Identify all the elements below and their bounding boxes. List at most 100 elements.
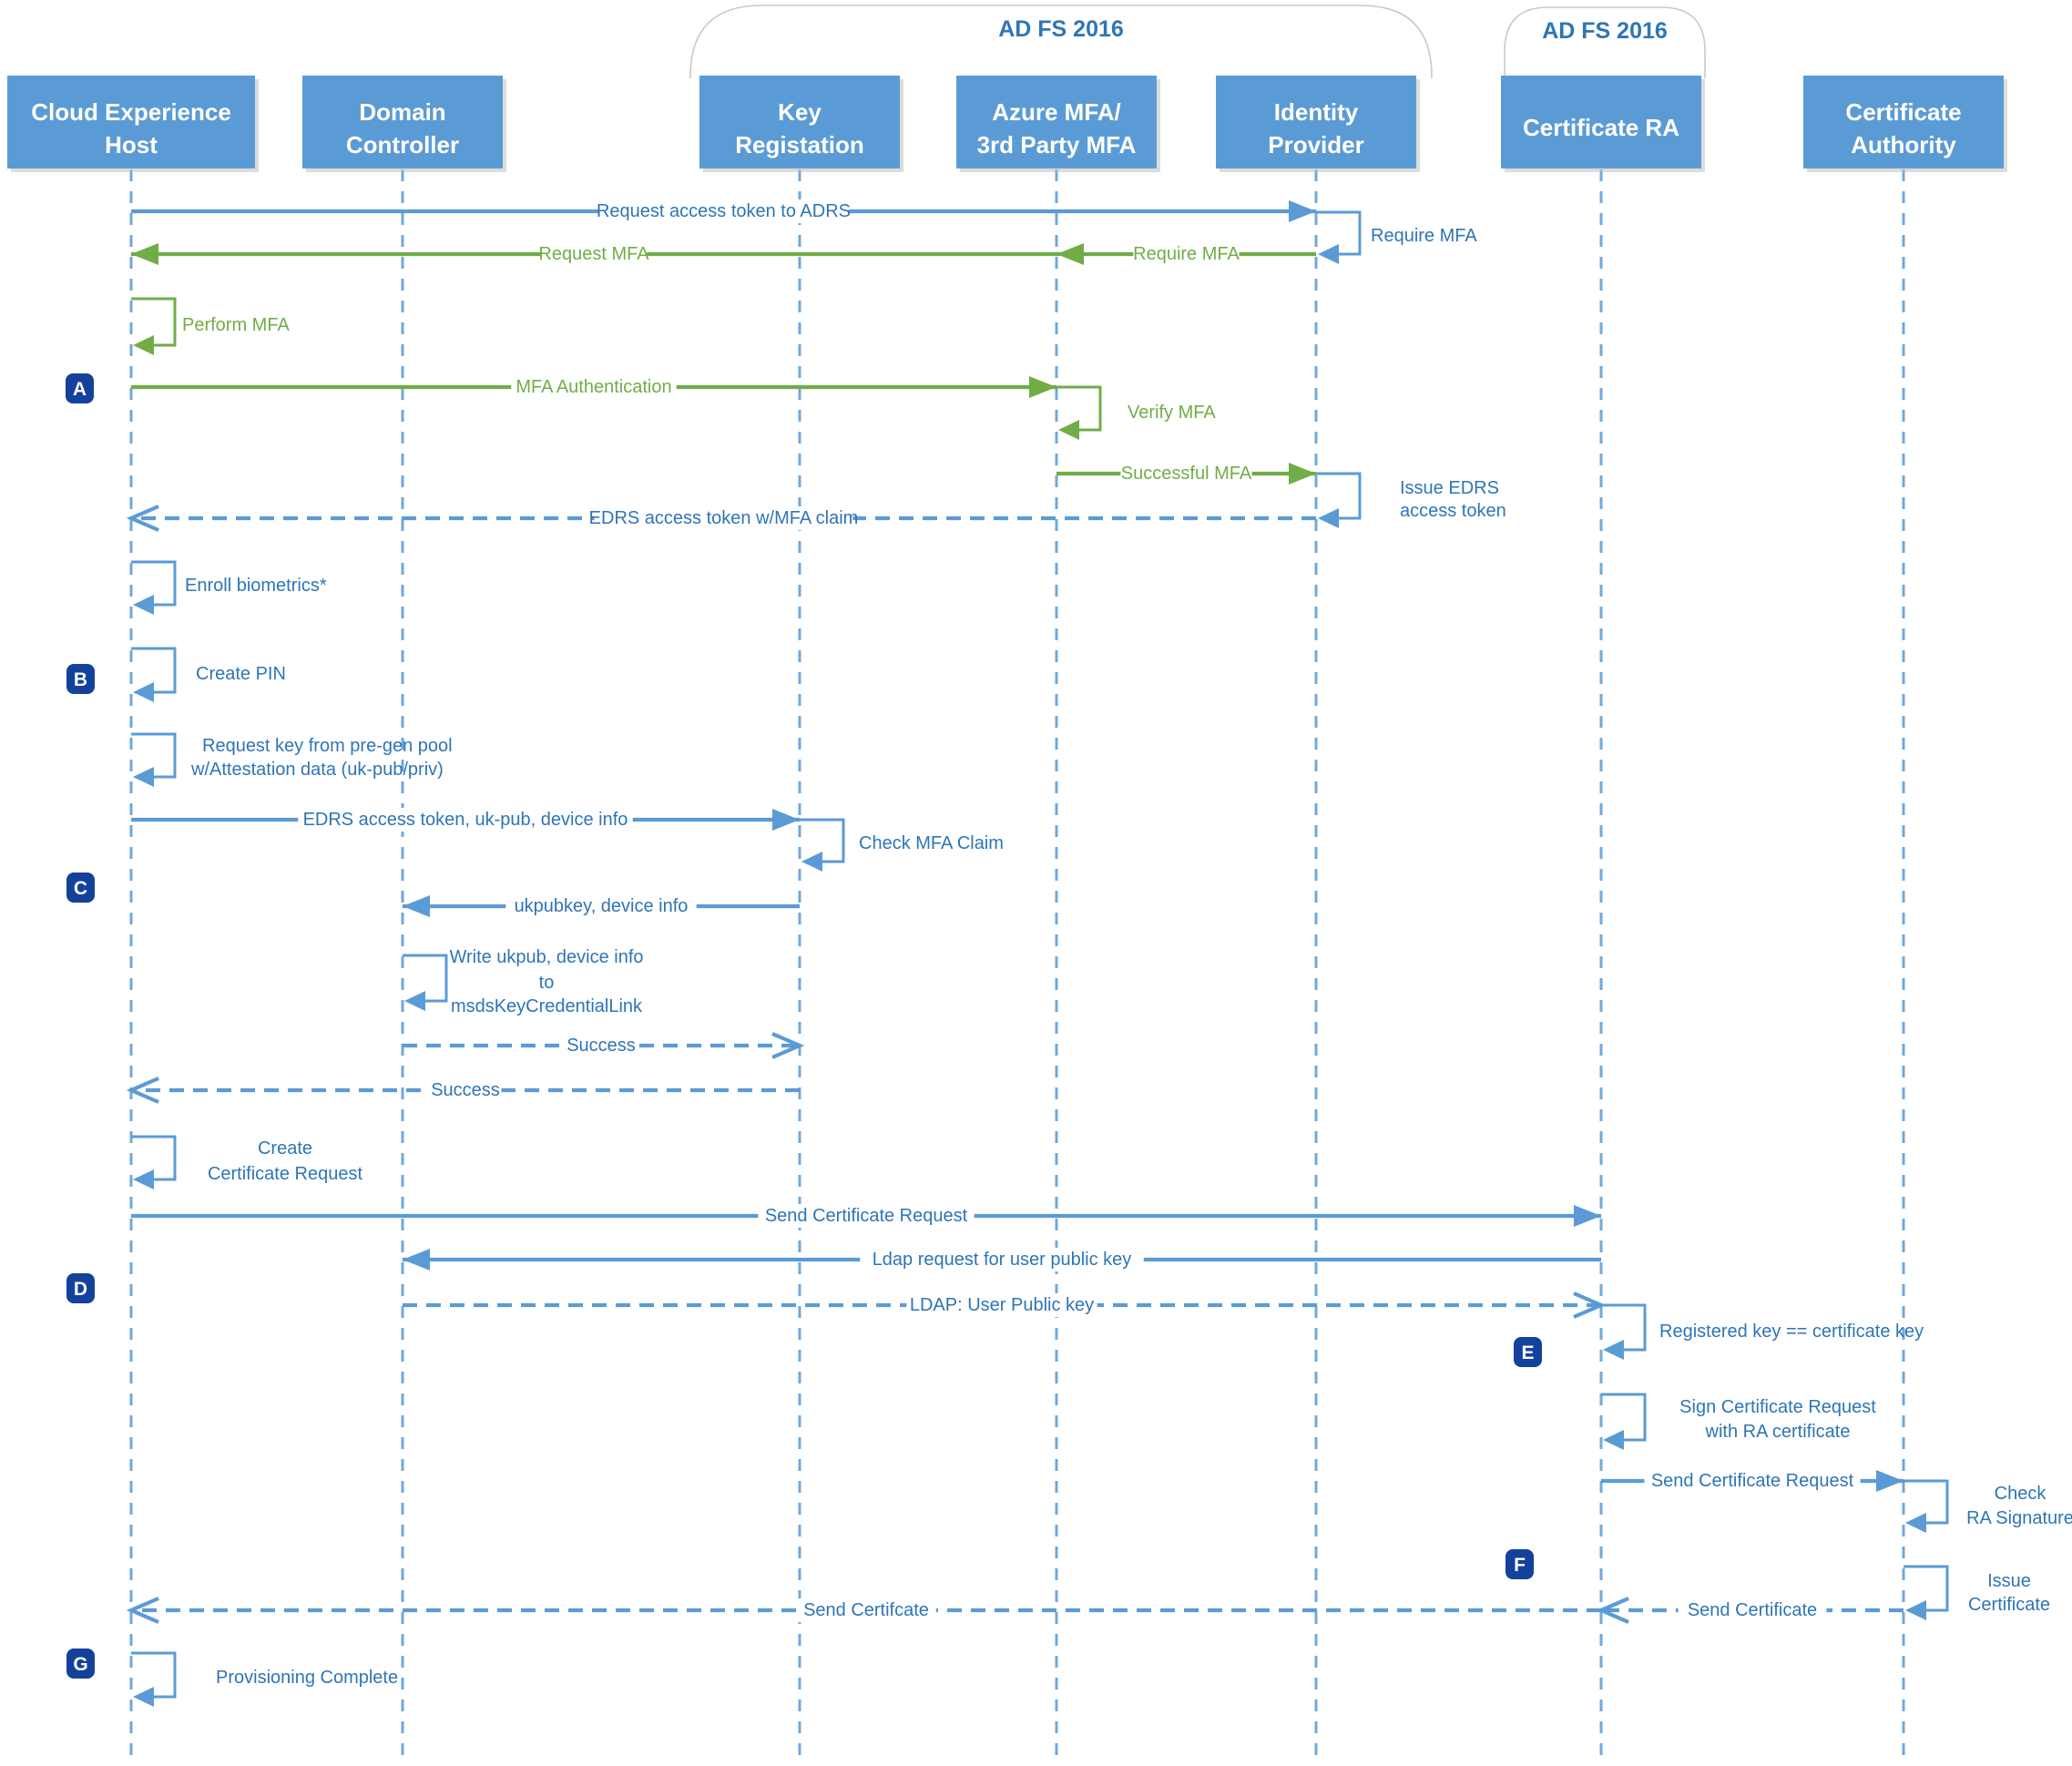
actor-label-idp: Provider: [1268, 131, 1364, 158]
actor-box-amfa: [956, 76, 1157, 168]
message-label-m5: Successful MFA: [1121, 464, 1252, 484]
marker-badge-e: [1514, 1337, 1542, 1367]
self-call-label-s5: Enroll biometrics*: [185, 576, 327, 596]
message-label-m10: Success: [431, 1080, 500, 1100]
self-call-label-s10: Certificate Request: [208, 1164, 363, 1184]
marker-badge-b: [66, 664, 95, 694]
marker-badge-a: [66, 373, 94, 403]
self-call-bracket-s7: [131, 732, 177, 779]
actor-box-dc: [302, 76, 503, 168]
self-call-bracket-s4: [1316, 472, 1362, 520]
self-call-bracket-s2: [131, 297, 177, 347]
self-call-arrowhead-s2: [133, 335, 154, 355]
message-label-bg: [796, 1598, 936, 1622]
self-call-arrowhead-s3: [1058, 420, 1079, 440]
self-call-bracket-s5: [131, 560, 177, 607]
self-call-arrowhead-s11: [1603, 1340, 1624, 1360]
actor-box-kr: [699, 76, 900, 168]
message-label-m4: MFA Authentication: [515, 377, 671, 397]
actor-label-ceh: Cloud Experience: [31, 98, 231, 126]
marker-badge-f: [1506, 1549, 1534, 1579]
self-call-label-s1: Require MFA: [1371, 226, 1477, 246]
self-call-label-s11: Registered key == certificate key: [1659, 1322, 1924, 1342]
self-call-label-s13: RA Signature: [1966, 1508, 2072, 1528]
group-outline: [1504, 6, 1706, 78]
message-label-bg: [598, 199, 849, 223]
self-call-label-s4: Issue EDRS: [1400, 478, 1499, 498]
self-call-arrowhead-s10: [133, 1169, 154, 1189]
message-label-m9: Success: [566, 1036, 636, 1056]
actor-label-ceh: Host: [105, 131, 158, 158]
actor-label-amfa: Azure MFA/: [992, 98, 1121, 126]
self-call-bracket-s13: [1904, 1479, 1949, 1525]
marker-letter-a: A: [73, 379, 87, 400]
message-arrowhead-m1: [1289, 200, 1316, 222]
self-call-label-s12: Sign Certificate Request: [1679, 1397, 1876, 1417]
message-label-m6: EDRS access token w/MFA claim: [589, 508, 859, 528]
actor-box-ceh: [7, 76, 255, 168]
marker-letter-d: D: [74, 1279, 87, 1300]
message-arrowhead-m14: [1876, 1470, 1904, 1492]
message-arrowhead-m7: [772, 809, 800, 831]
self-call-bracket-s9: [403, 954, 448, 1003]
marker-badge-c: [66, 873, 95, 903]
self-call-arrowhead-s9: [404, 991, 425, 1011]
self-call-arrowhead-s6: [133, 682, 154, 702]
self-call-bracket-s14: [1904, 1565, 1949, 1612]
actor-label-ca: Certificate: [1845, 98, 1961, 126]
actor-label-amfa: 3rd Party MFA: [977, 131, 1137, 158]
message-arrowhead-open-m10: [126, 1077, 159, 1104]
self-call-arrowhead-s14: [1905, 1600, 1926, 1620]
self-call-label-s8: Check MFA Claim: [859, 833, 1004, 853]
message-label-m2: Require MFA: [1133, 244, 1240, 264]
message-arrowhead-m11: [1574, 1205, 1601, 1227]
self-call-label-s14: Certificate: [1968, 1595, 2050, 1615]
self-call-bracket-s15: [131, 1651, 177, 1699]
message-arrowhead-m2: [1056, 243, 1084, 265]
marker-letter-f: F: [1514, 1555, 1526, 1576]
group-label-ad-fs-2016: AD FS 2016: [1542, 18, 1668, 44]
message-label-bg: [758, 1204, 975, 1228]
self-call-label-s6: Create PIN: [196, 664, 286, 684]
message-label-bg: [505, 894, 697, 918]
message-arrowhead-m4: [1029, 376, 1056, 398]
message-arrowhead-open-m16: [126, 1597, 159, 1624]
self-call-label-s9: Write ukpub, device info: [449, 947, 643, 967]
actor-label-dc: Domain: [359, 98, 445, 126]
message-label-m1: Request access token to ADRS: [597, 201, 851, 221]
group-label-ad-fs-2016: AD FS 2016: [998, 16, 1124, 42]
self-call-bracket-s11: [1601, 1303, 1647, 1352]
actor-label-cra: Certificate RA: [1523, 114, 1679, 141]
self-call-label-s7: Request key from pre-gen pool: [202, 736, 453, 756]
self-call-bracket-s3: [1056, 385, 1102, 432]
message-label-bg: [1644, 1469, 1861, 1493]
message-label-m14: Send Certificate Request: [1651, 1471, 1854, 1491]
marker-badge-d: [66, 1273, 95, 1303]
self-call-arrowhead-s1: [1318, 244, 1339, 264]
message-arrowhead-open-m6: [126, 505, 159, 532]
message-label-m15: Send Certificate: [1688, 1600, 1817, 1620]
group-outline: [689, 5, 1433, 78]
marker-letter-e: E: [1521, 1342, 1534, 1363]
message-arrowhead-m5: [1289, 463, 1316, 485]
self-call-label-s14: Issue: [1987, 1571, 2031, 1591]
self-call-label-s12: with RA certificate: [1705, 1422, 1851, 1442]
self-call-arrowhead-s12: [1603, 1430, 1624, 1450]
message-label-bg: [1120, 462, 1252, 485]
message-label-bg: [1133, 242, 1240, 266]
message-label-m13: LDAP: User Public key: [910, 1295, 1094, 1315]
message-label-bg: [298, 808, 633, 832]
message-arrowhead-m8: [403, 895, 430, 917]
message-label-bg: [594, 506, 853, 530]
message-label-bg: [565, 1034, 638, 1057]
message-arrowhead-open-m9: [771, 1032, 805, 1059]
self-call-bracket-s12: [1601, 1393, 1647, 1442]
self-call-label-s13: Check: [1995, 1484, 2047, 1504]
message-label-m12: Ldap request for user public key: [873, 1250, 1132, 1270]
self-call-label-s9: msdsKeyCredentialLink: [451, 996, 643, 1016]
self-call-label-s9: to: [539, 973, 555, 993]
actor-label-ca: Authority: [1851, 131, 1956, 158]
self-call-arrowhead-s13: [1905, 1513, 1926, 1533]
